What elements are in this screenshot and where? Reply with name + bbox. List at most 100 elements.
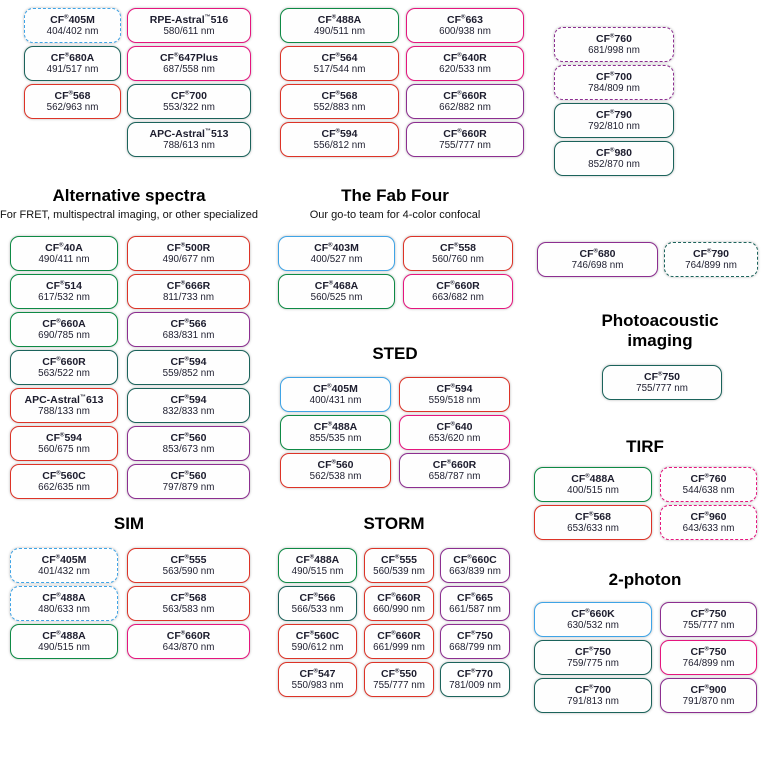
dye-name: CF®564 xyxy=(321,51,358,64)
dye-excitation-emission: 563/590 nm xyxy=(162,566,215,578)
section-subtitle: Our go-to team for 4-color confocal xyxy=(309,208,481,221)
two-photon-header: 2-photon xyxy=(530,570,760,590)
dye-excitation-emission: 663/682 nm xyxy=(432,292,484,304)
dye-name: CF®660R xyxy=(42,355,86,368)
section-title: TIRF xyxy=(626,437,664,456)
dye-excitation-emission: 853/673 nm xyxy=(162,444,215,456)
dye-name: CF®558 xyxy=(440,241,476,254)
dye-name: CF®405M xyxy=(41,553,87,566)
dye-name: CF®663 xyxy=(447,13,483,26)
dye-excitation-emission: 544/638 nm xyxy=(682,485,735,497)
section-subtitle: For FRET, multispectral imaging, or othe… xyxy=(0,208,258,221)
dye-excitation-emission: 781/009 nm xyxy=(449,680,501,692)
dye-name: CF®750 xyxy=(690,645,727,658)
dye-name: CF®750 xyxy=(644,370,680,383)
dye-name: CF®566 xyxy=(299,591,336,604)
dye-name: CF®647Plus xyxy=(159,51,219,64)
dye-excitation-emission: 662/635 nm xyxy=(38,482,90,494)
dye-name: CF®640 xyxy=(436,420,473,433)
dye-excitation-emission: 480/633 nm xyxy=(38,604,90,616)
dye-name: CF®665 xyxy=(457,591,493,604)
dye-excitation-emission: 653/633 nm xyxy=(567,523,619,535)
dye-name: CF®555 xyxy=(170,553,207,566)
section-title: STED xyxy=(372,344,418,363)
dye-name: CF®550 xyxy=(381,667,417,680)
dye-name: CF®594 xyxy=(170,393,207,406)
dye-excitation-emission: 660/990 nm xyxy=(373,604,425,616)
section-title: 2-photon xyxy=(608,570,682,589)
dye-excitation-emission: 400/431 nm xyxy=(309,395,362,407)
dye-name: CF®700 xyxy=(596,70,632,83)
dye-name: CF®560 xyxy=(317,458,354,471)
dye-excitation-emission: 658/787 nm xyxy=(428,471,481,483)
dye-name: CF®660R xyxy=(166,629,211,642)
dye-name: CF®980 xyxy=(596,146,632,159)
dye-excitation-emission: 755/777 nm xyxy=(636,383,688,395)
dye-excitation-emission: 400/515 nm xyxy=(567,485,619,497)
dye-excitation-emission: 791/870 nm xyxy=(682,696,735,708)
dye-excitation-emission: 620/533 nm xyxy=(439,64,491,76)
dye-name: CF®403M xyxy=(314,241,359,254)
dye-name: CF®560 xyxy=(170,469,207,482)
dye-excitation-emission: 746/698 nm xyxy=(571,260,624,272)
dye-excitation-emission: 559/852 nm xyxy=(162,368,215,380)
dye-excitation-emission: 566/533 nm xyxy=(291,604,344,616)
dye-name: APC-Astral™613 xyxy=(24,393,104,406)
dye-excitation-emission: 562/538 nm xyxy=(309,471,362,483)
dye-excitation-emission: 563/522 nm xyxy=(38,368,90,380)
dye-name: RPE-Astral™516 xyxy=(149,13,229,26)
dye-name: CF®488A xyxy=(295,553,340,566)
dye-excitation-emission: 663/839 nm xyxy=(449,566,501,578)
dye-excitation-emission: 683/831 nm xyxy=(162,330,215,342)
dye-name: CF®660R xyxy=(377,591,421,604)
dye-name: CF®790 xyxy=(596,108,632,121)
section-title: STORM xyxy=(363,514,425,533)
dye-name: CF®750 xyxy=(575,645,611,658)
dye-excitation-emission: 550/983 nm xyxy=(291,680,344,692)
dye-excitation-emission: 600/938 nm xyxy=(439,26,491,38)
dye-name: CF®547 xyxy=(299,667,336,680)
dye-excitation-emission: 661/587 nm xyxy=(449,604,501,616)
dye-excitation-emission: 855/535 nm xyxy=(309,433,362,445)
dye-excitation-emission: 560/539 nm xyxy=(373,566,425,578)
dye-name: CF®660R xyxy=(377,629,421,642)
dye-excitation-emission: 563/583 nm xyxy=(162,604,215,616)
